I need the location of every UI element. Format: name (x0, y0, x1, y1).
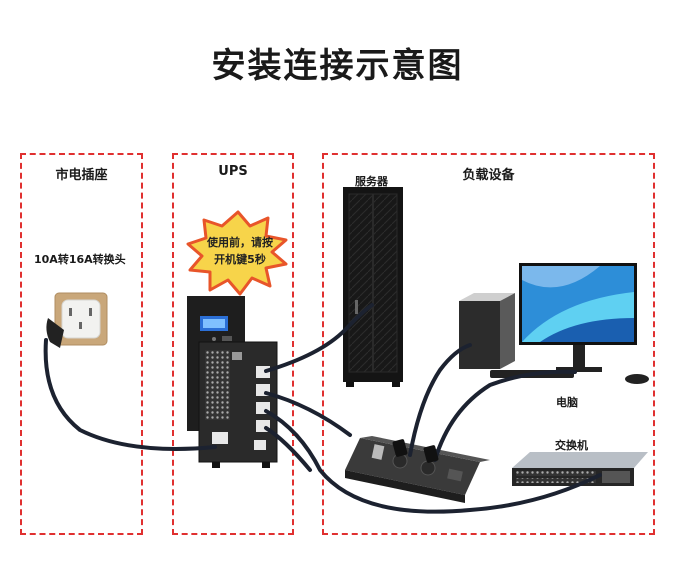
server-label: 服务器 (355, 175, 388, 188)
network-switch-icon (512, 452, 648, 486)
load-section (322, 153, 655, 535)
load-label: 负载设备 (462, 168, 515, 183)
adapter-note: 10A转16A转换头 (34, 253, 126, 266)
monitor-icon (490, 263, 649, 384)
ups-startup-line-2: 开机键5秒 (214, 253, 266, 266)
ups-label: UPS (218, 164, 248, 179)
wall-socket-section (20, 153, 143, 535)
ups-startup-note: 使用前，请按 开机键5秒 (190, 234, 290, 268)
wall-socket-label: 市电插座 (55, 168, 108, 183)
ups-icon (187, 296, 278, 468)
switch-label: 交换机 (555, 439, 588, 452)
pc-tower-icon (459, 293, 515, 369)
ups-startup-line-1: 使用前，请按 (207, 236, 273, 249)
ups-section (172, 153, 294, 535)
power-cables (43, 303, 602, 514)
power-strip-icon (345, 436, 490, 503)
wall-socket-icon (46, 292, 108, 348)
warning-burst-icon (186, 210, 288, 296)
server-rack-icon (343, 187, 403, 387)
diagram-title: 安装连接示意图 (211, 46, 464, 86)
computer-label: 电脑 (556, 396, 578, 409)
